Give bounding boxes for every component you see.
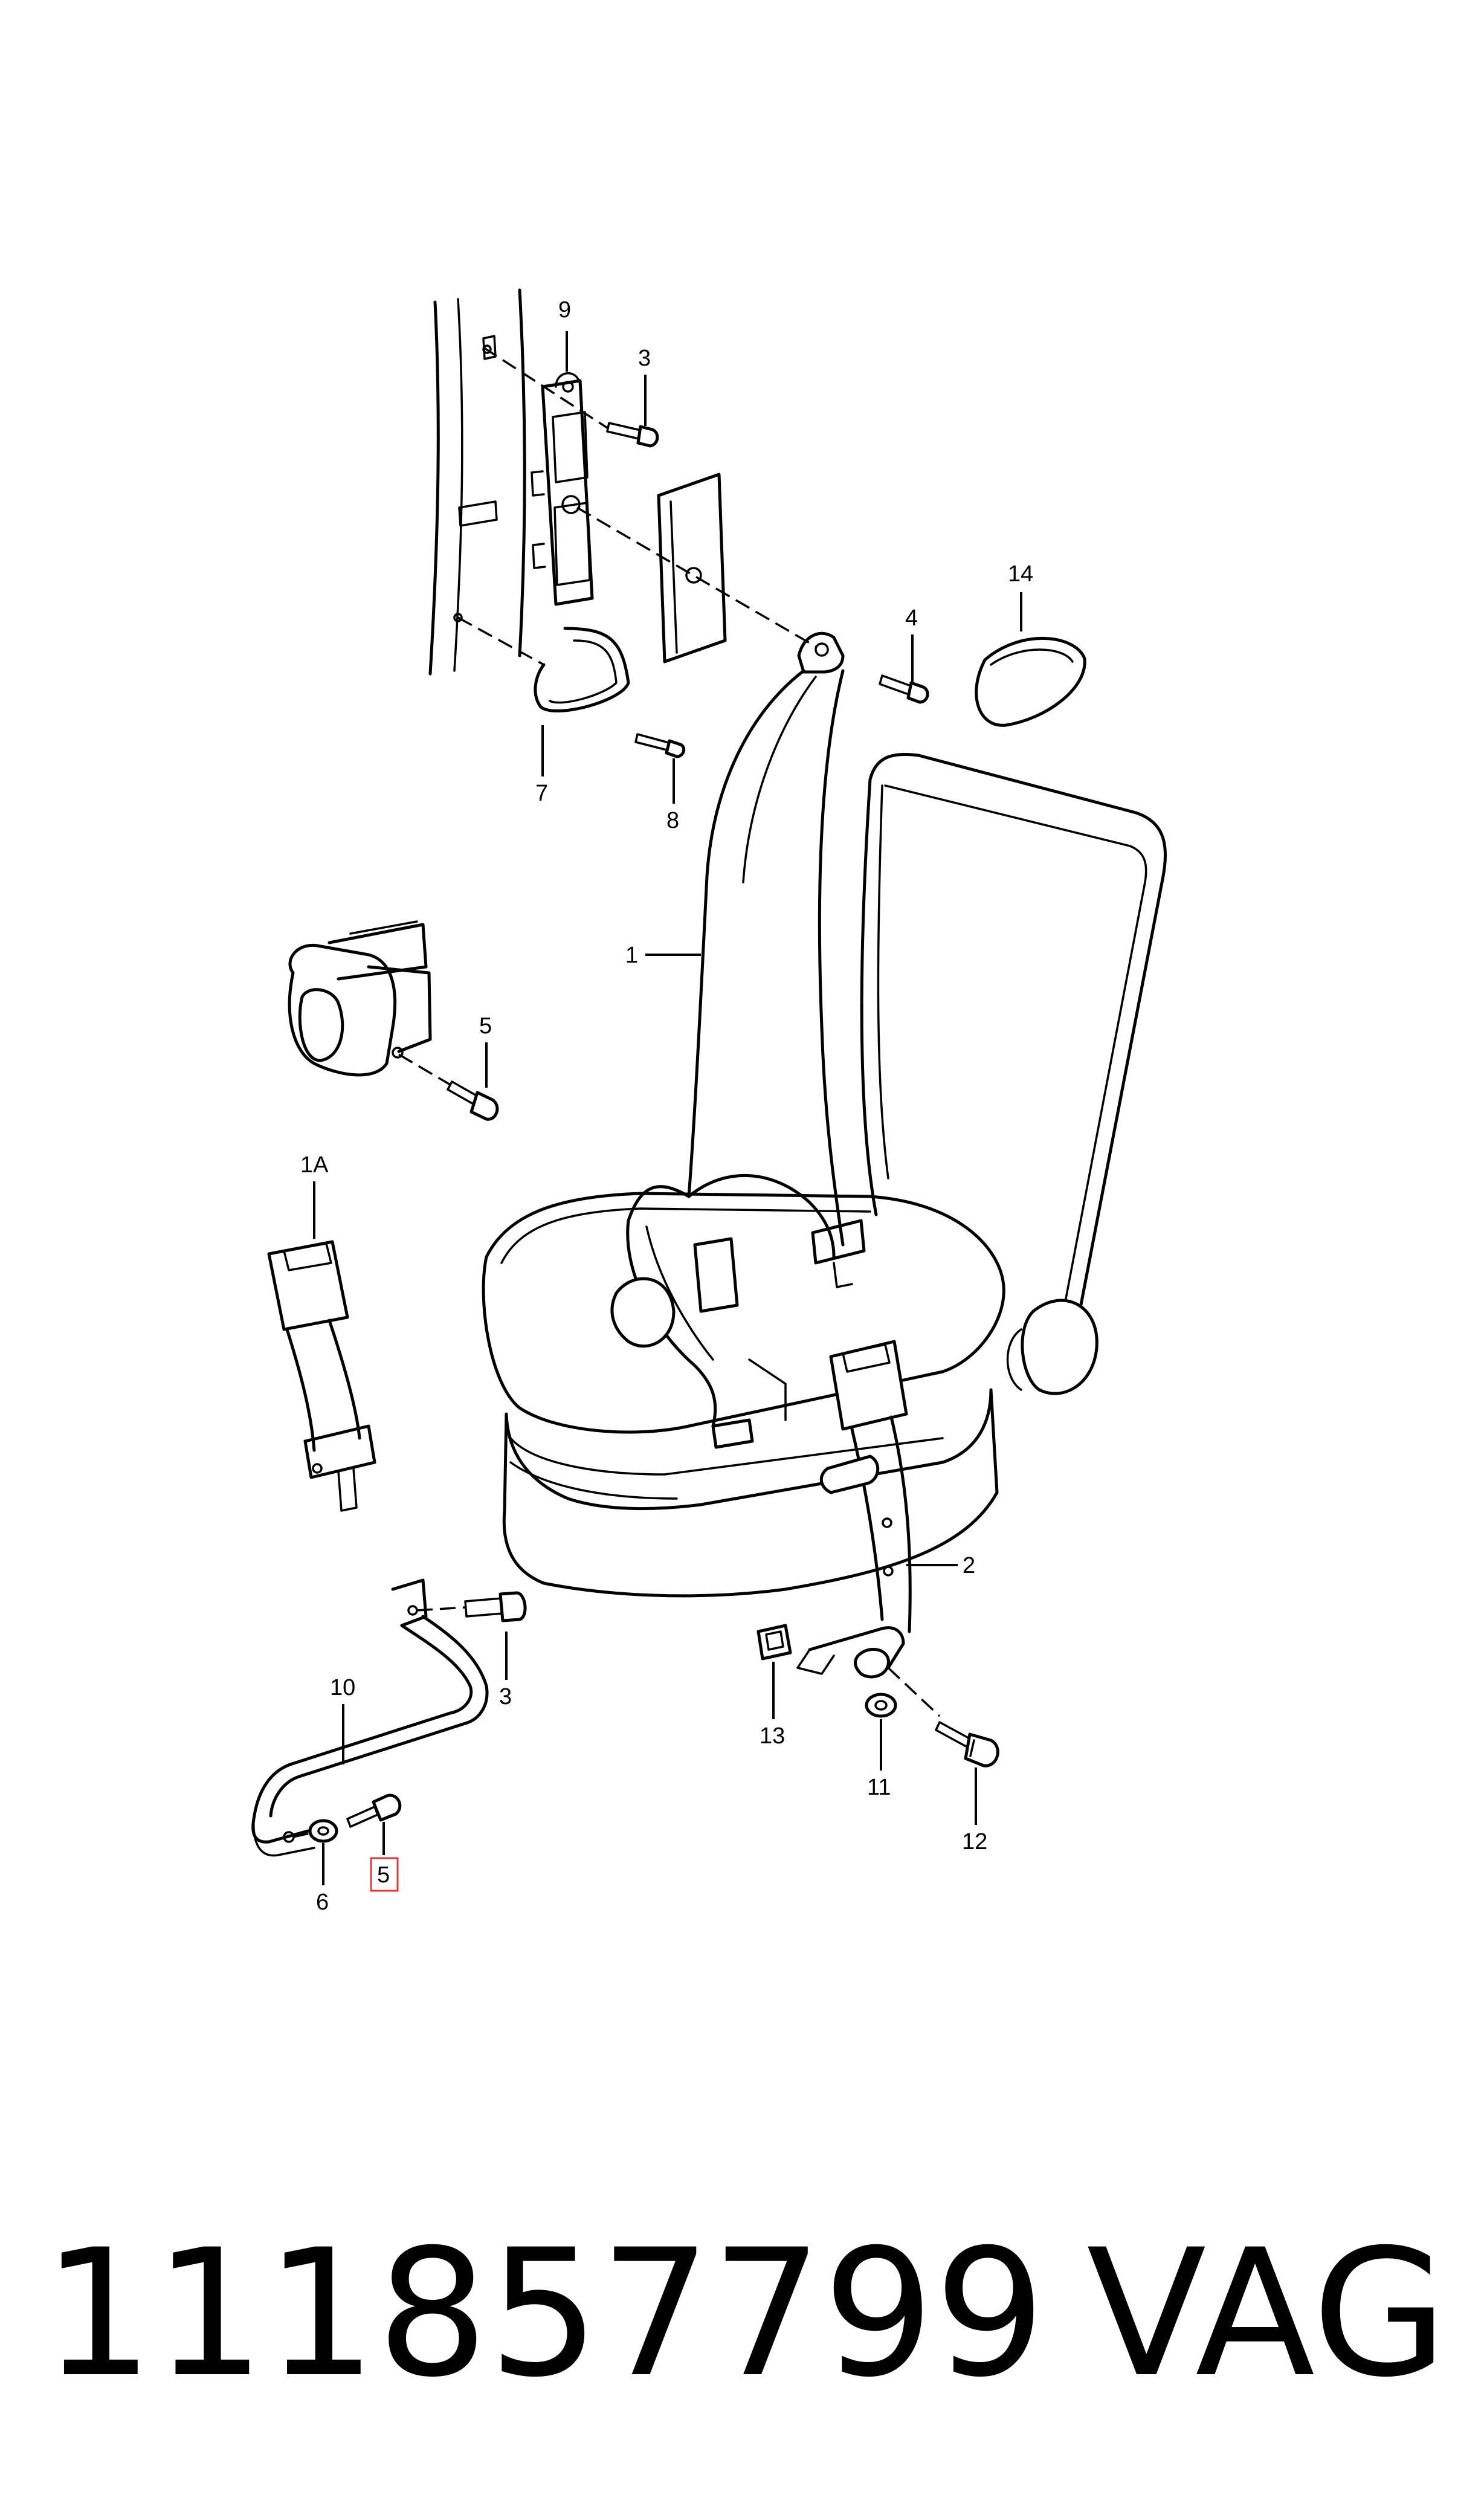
callout-labels: 9 3 4 14 7 8 1 5 1A 2 3 10 6 13 11 12 5 <box>300 297 1033 1915</box>
callout-2: 2 <box>963 1553 975 1578</box>
callout-12: 12 <box>962 1829 987 1855</box>
callout-9: 9 <box>558 297 571 323</box>
footer: 111857799 VAG <box>0 2212 1484 2453</box>
cap-part-14 <box>975 636 1086 727</box>
washer-part-11 <box>865 1693 897 1718</box>
seat-belt-part-1 <box>610 669 866 1449</box>
callout-5-mid: 5 <box>479 1013 492 1039</box>
callout-11: 11 <box>867 1775 891 1800</box>
bolt-part-3-bottom <box>464 1591 527 1622</box>
retractor-assembly <box>288 920 432 1077</box>
seat-cushion <box>482 1192 1098 1598</box>
callout-1a: 1A <box>300 1152 329 1178</box>
trim-cover-plate <box>657 473 727 663</box>
callout-5-highlight-box <box>370 1857 399 1892</box>
bolt-part-5-bottom <box>346 1793 402 1828</box>
callout-8: 8 <box>666 808 679 833</box>
seat-backrest <box>860 752 1167 1374</box>
buckle-part-1a <box>267 1240 376 1512</box>
clip-part-13 <box>757 1624 792 1661</box>
b-pillar-panel <box>428 288 526 676</box>
brand-label: VAG <box>1086 2212 1448 2416</box>
washer-part-6 <box>308 1819 338 1843</box>
bolt-part-3-top <box>606 422 659 448</box>
buckle-part-2 <box>796 1340 912 1679</box>
callout-4: 4 <box>905 605 918 631</box>
bracket-part-7 <box>534 627 630 712</box>
bolt-part-12 <box>935 1721 999 1767</box>
callout-7: 7 <box>535 781 548 806</box>
callout-3-top: 3 <box>638 346 651 371</box>
bolt-part-5-mid <box>447 1080 499 1121</box>
bracket-part-10 <box>251 1578 489 1857</box>
screw-part-8 <box>634 733 686 758</box>
callout-13: 13 <box>760 1723 785 1749</box>
callout-6: 6 <box>316 1890 329 1915</box>
part-number: 111857799 <box>42 2212 1046 2416</box>
leader-lines <box>313 331 1022 1885</box>
seat-belt-exploded-diagram: 9 3 4 14 7 8 1 5 1A 2 3 10 6 13 11 12 5 <box>251 288 1167 1915</box>
callout-3-bottom: 3 <box>499 1684 512 1709</box>
bolt-part-4 <box>879 674 929 704</box>
callout-14: 14 <box>1008 561 1033 587</box>
belt-upper-anchor <box>797 631 845 674</box>
callout-10: 10 <box>330 1675 355 1700</box>
callout-5-bottom: 5 <box>377 1862 390 1888</box>
callout-1: 1 <box>625 943 638 968</box>
height-adjuster-part-9 <box>531 372 594 606</box>
